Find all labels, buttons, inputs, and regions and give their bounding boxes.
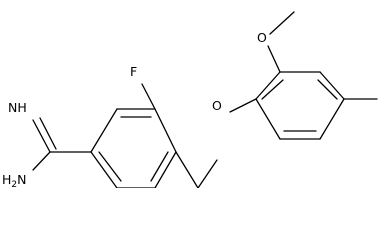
- amidine-c-n-double-bond-b: [39, 117, 57, 150]
- ring2-bond-3: [319, 71, 345, 100]
- fluorine-label: F: [130, 64, 137, 79]
- ring1-inner-bond-b: [150, 151, 169, 182]
- ring1-inner-bond-c: [98, 151, 122, 182]
- ring1-bond-6: [90, 151, 118, 188]
- ether-linker: O: [175, 98, 257, 188]
- fluorobenzene-ring: [90, 108, 177, 188]
- ring-o-methoxy-bond: [267, 45, 281, 73]
- methoxyphenyl-ring: [255, 71, 345, 140]
- ether-oxygen-label: O: [212, 98, 222, 113]
- amine-nh2-label: H2N: [2, 172, 27, 188]
- amidine-group: NH H2N: [2, 100, 92, 188]
- methoxy-substituent: O: [257, 11, 295, 73]
- ring2-inner-bond-b: [317, 79, 338, 100]
- ring1-bond-3: [154, 108, 177, 153]
- ring2-bond-1: [255, 71, 281, 100]
- ring2-bond-6: [255, 98, 281, 140]
- o-ring-bond: [229, 98, 257, 113]
- amidine-c-n-double-bond-a: [32, 119, 51, 153]
- ring2-bond-4: [319, 98, 345, 140]
- o-methyl-bond: [269, 11, 295, 35]
- molecule-structure: NH H2N F O O: [2, 11, 378, 188]
- ch2-o-bond: [197, 159, 218, 188]
- c-f-bond: [141, 83, 156, 110]
- methoxy-oxygen-label: O: [257, 30, 267, 45]
- imine-nh-label: NH: [8, 100, 27, 115]
- fluorine-substituent: F: [130, 64, 156, 110]
- ring2-inner-bond-a: [261, 79, 284, 100]
- amidine-c-nh2-bond: [32, 151, 51, 171]
- ring1-bond-1: [90, 108, 118, 153]
- ring-ch2-bond: [175, 151, 199, 188]
- ring1-bond-4: [154, 151, 177, 188]
